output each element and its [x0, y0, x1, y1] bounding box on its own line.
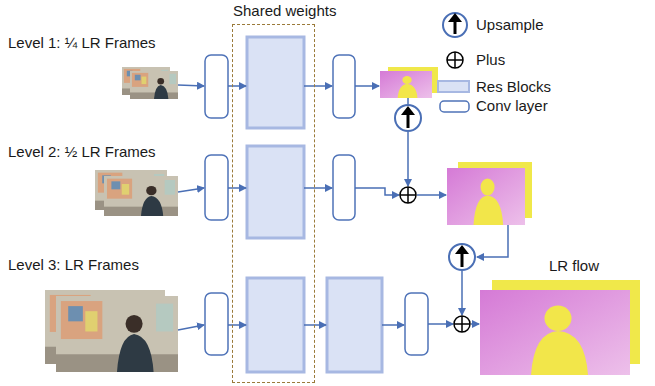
- flow-arrows: [178, 85, 508, 330]
- shared-weights-box: Shared weights: [232, 24, 315, 383]
- conv-layer: [333, 155, 355, 220]
- legend-text: Upsample: [476, 16, 544, 34]
- frames-image: [45, 290, 178, 372]
- group-title: Shared weights: [233, 2, 336, 20]
- level-label: Level 2: ½ LR Frames: [8, 143, 156, 161]
- plus-symbol: [400, 187, 416, 203]
- flow-image: [447, 162, 532, 225]
- level-label: Level 1: ¼ LR Frames: [8, 34, 156, 52]
- res-block: [247, 37, 304, 128]
- frames-image: [95, 170, 178, 216]
- conv-layer: [205, 293, 228, 355]
- output-label: LR flow: [549, 257, 599, 275]
- plus-symbol: [454, 316, 470, 332]
- level-label: Level 3: LR Frames: [8, 256, 139, 274]
- conv-layer: [205, 155, 228, 220]
- conv-layer: [333, 55, 355, 118]
- conv-layer: [405, 293, 428, 355]
- legend-text: Conv layer: [476, 97, 548, 115]
- upsample-symbol: [449, 244, 475, 270]
- legend-swatch: [437, 80, 470, 93]
- conv-layer: [205, 55, 228, 118]
- legend-text: Res Blocks: [476, 78, 551, 96]
- res-block: [247, 146, 304, 238]
- legend-upsample-symbol: [443, 13, 467, 37]
- frames-image: [122, 67, 178, 99]
- legend-text: Plus: [476, 51, 505, 69]
- legend-plus-symbol: [447, 52, 463, 68]
- res-block: [247, 278, 304, 372]
- flow-image: [480, 280, 640, 375]
- res-block: [327, 278, 382, 372]
- legend-conv-symbol: [440, 101, 469, 112]
- upsample-symbol: [395, 105, 421, 131]
- flow-image: [380, 67, 438, 98]
